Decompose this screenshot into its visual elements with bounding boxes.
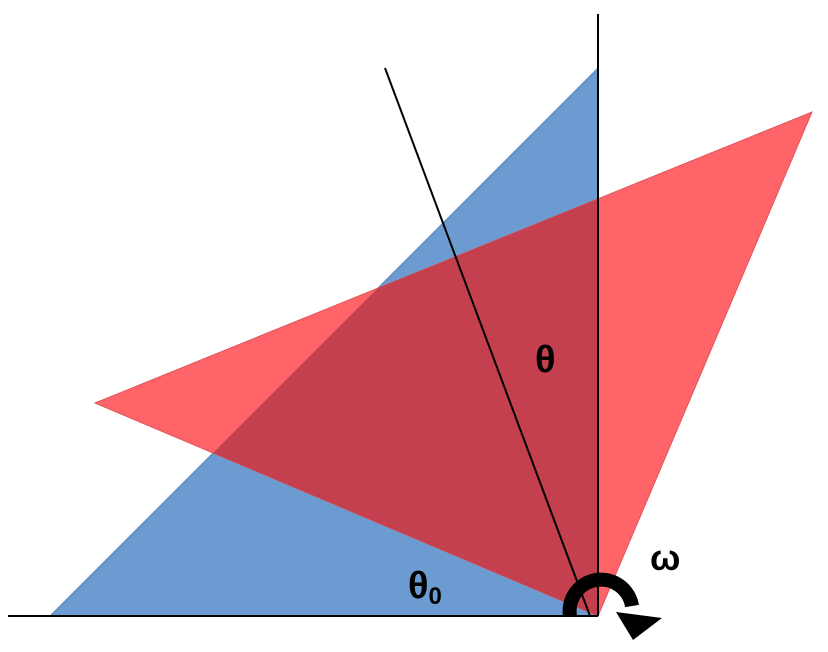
theta0-label: θ0 xyxy=(408,565,442,610)
theta0-symbol: θ xyxy=(408,565,429,607)
omega-label: ω xyxy=(650,537,680,578)
theta-label: θ xyxy=(535,339,556,381)
curved-arrow-clockwise-icon xyxy=(562,572,662,640)
theta0-subscript: 0 xyxy=(429,583,442,610)
overlap-region xyxy=(95,112,598,616)
rotation-line xyxy=(384,67,591,617)
